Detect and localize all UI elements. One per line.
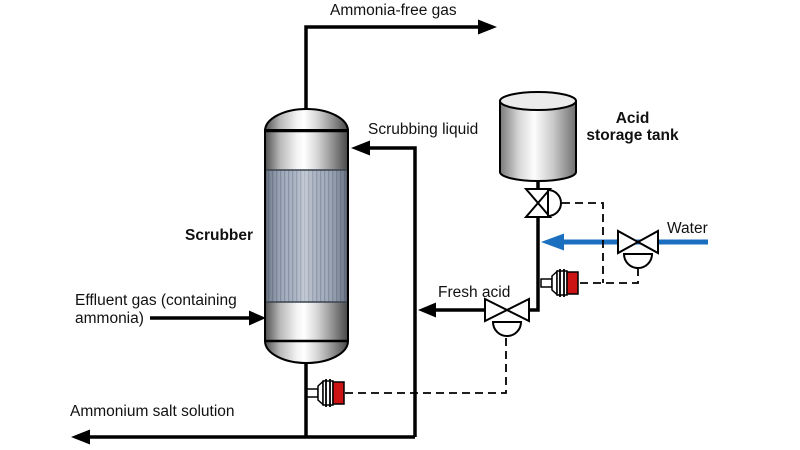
- valve-body: [523, 201, 553, 218]
- acid-storage-tank-vessel: [499, 91, 577, 182]
- label-scrubbing-liquid: Scrubbing liquid: [368, 121, 479, 138]
- label-fresh-acid: Fresh acid: [438, 284, 511, 301]
- label-acid-storage-tank-line1: Acid: [615, 110, 650, 127]
- scrubber-vessel: [263, 108, 350, 364]
- arrow-scrubbing-liquid: [351, 140, 370, 156]
- pipe-ammonia-free-gas: [304, 25, 481, 112]
- arrow-ammonium-salt: [71, 429, 90, 445]
- label-scrubber: Scrubber: [185, 227, 254, 244]
- scrubber-bottom-dome: [263, 340, 350, 364]
- valve-body: [504, 297, 530, 323]
- tank-shell: [499, 100, 577, 182]
- scrubber-packing-shading: [266, 170, 347, 302]
- acid-line-sensor: [540, 269, 579, 297]
- sensor-flange: [556, 270, 568, 296]
- signal-tank-valve: [562, 202, 604, 283]
- valve-actuator-icon: [622, 253, 654, 269]
- pipe-scrubbing-liquid-recycle: [369, 146, 417, 437]
- tank-top-rim: [499, 91, 577, 111]
- label-ammonia-free-gas: Ammonia-free gas: [330, 2, 457, 19]
- valve-body: [617, 229, 641, 255]
- bottoms-sensor: [306, 379, 345, 407]
- sensor-red-cap: [332, 381, 345, 405]
- valve-actuator-icon: [491, 321, 523, 337]
- sensor-red-cap: [566, 271, 579, 295]
- valve-body: [635, 229, 659, 255]
- fresh-acid-control-valve: [484, 297, 530, 337]
- signal-bottoms-sensor: [345, 335, 507, 394]
- sensor-flange: [322, 380, 334, 406]
- arrow-fresh-acid: [418, 302, 436, 318]
- valve-body: [484, 297, 510, 323]
- label-effluent-gas-line2: ammonia): [75, 310, 144, 327]
- label-effluent-gas-line1: Effluent gas (containing: [75, 292, 237, 309]
- label-ammonium-salt-solution: Ammonium salt solution: [70, 403, 235, 420]
- label-water: Water: [667, 220, 708, 237]
- label-acid-storage-tank-line2: storage tank: [586, 127, 679, 144]
- water-control-valve: [617, 229, 659, 269]
- tank-outlet-control-valve: [523, 188, 562, 218]
- signal-acid-sensor: [580, 269, 639, 284]
- arrow-ammonia-free-gas: [478, 19, 497, 35]
- sensor-stem: [540, 278, 553, 288]
- arrow-effluent-gas: [249, 310, 266, 326]
- valve-body: [523, 188, 553, 205]
- valve-actuator-icon: [547, 188, 562, 218]
- arrow-water: [541, 233, 564, 251]
- sensor-stem: [306, 388, 319, 398]
- scrubber-top-dome: [263, 108, 350, 132]
